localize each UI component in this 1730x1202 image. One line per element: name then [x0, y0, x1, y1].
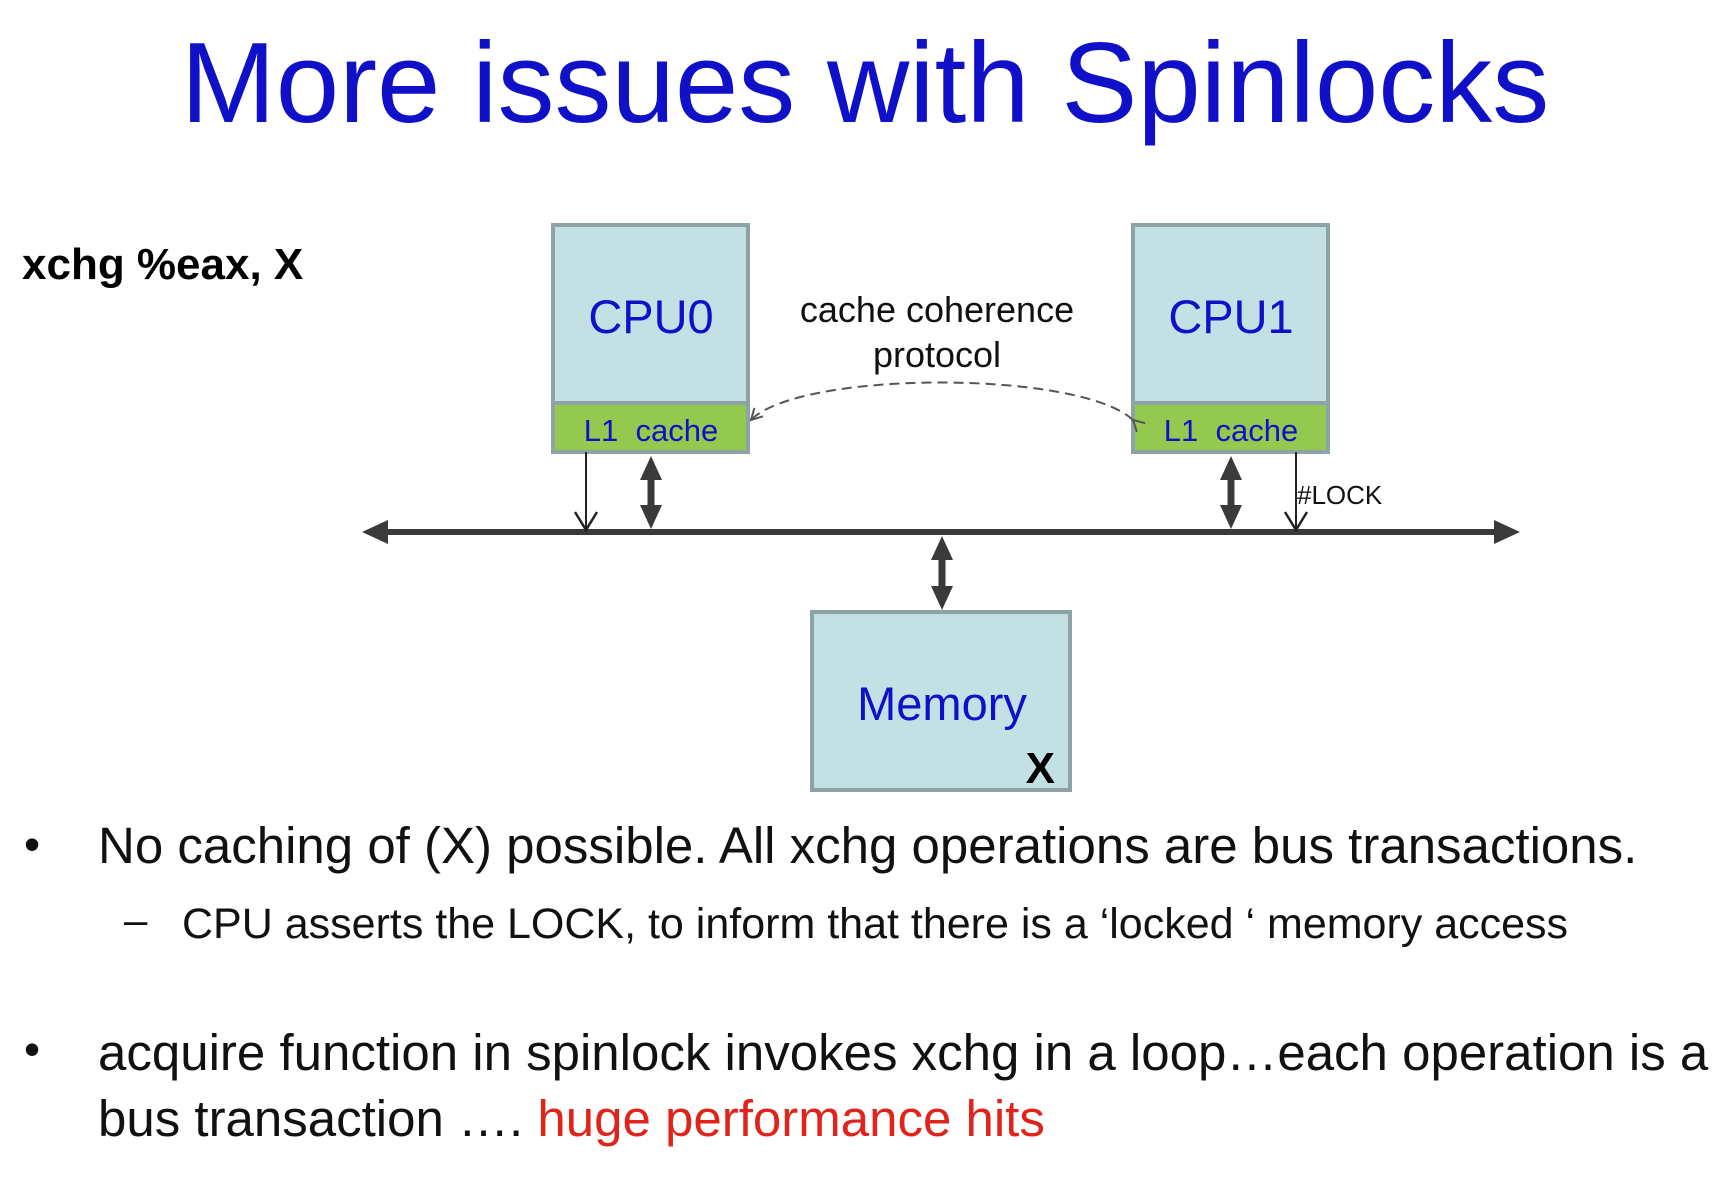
cpu1-lock-arrow [1283, 452, 1309, 533]
coherence-label-line2: protocol [873, 334, 1001, 375]
dash-marker: – [124, 896, 148, 943]
system-bus [362, 520, 1520, 544]
cpu0-bus-arrow [640, 456, 662, 529]
cache-bus-diagram: CPU0 L1 cache CPU1 L1 cache cache cohere… [362, 223, 1520, 793]
memory-variable-x: X [1026, 744, 1055, 793]
memory-label: Memory [857, 677, 1027, 730]
bullet-marker-2: • [24, 1023, 41, 1075]
coherence-dashed-arrow [751, 381, 1133, 421]
cpu1-label: CPU1 [1168, 290, 1293, 343]
instruction-label: xchg %eax, X [22, 240, 304, 289]
slide-title: More issues with Spinlocks [180, 20, 1550, 147]
cpu0-label: CPU0 [588, 290, 713, 343]
bullet-marker: • [24, 818, 41, 870]
cpu0-cache-label: L1 cache [584, 413, 718, 448]
bullet-2-main: acquire function in spinlock invokes xch… [98, 1024, 1723, 1147]
memory-bus-arrow [931, 536, 953, 610]
cpu1-cache-label: L1 cache [1164, 413, 1298, 448]
cpu1-l1-cache: L1 cache [1131, 401, 1330, 454]
cpu0-l1-cache: L1 cache [551, 401, 750, 454]
coherence-label-line1: cache coherence [800, 289, 1074, 330]
bullet-2-highlight: huge performance hits [537, 1090, 1045, 1147]
cpu0-lock-arrow [573, 452, 599, 533]
bullet-1-text: No caching of (X) possible. All xchg ope… [98, 817, 1638, 874]
bullet-2-text: acquire function in spinlock invokes xch… [98, 1020, 1718, 1152]
memory-box: Memory X [810, 610, 1072, 793]
cpu1-bus-arrow [1220, 456, 1242, 529]
cpu0-box: CPU0 [551, 223, 750, 405]
bullet-1-sub-text: CPU asserts the LOCK, to inform that the… [182, 900, 1569, 948]
lock-signal-label: #LOCK [1297, 480, 1383, 510]
cpu1-box: CPU1 [1131, 223, 1330, 405]
